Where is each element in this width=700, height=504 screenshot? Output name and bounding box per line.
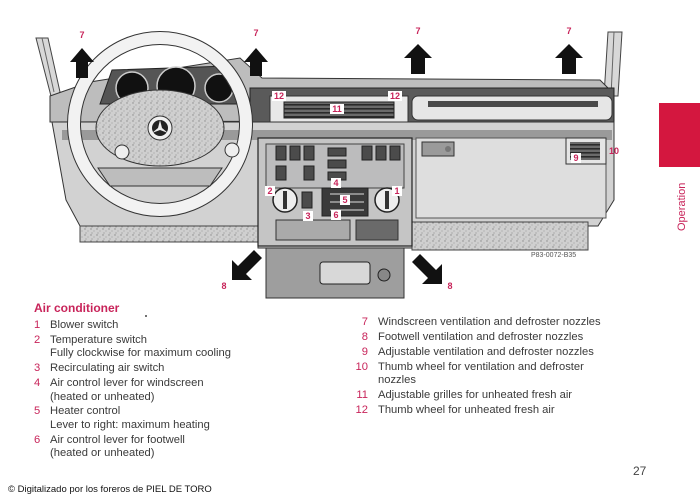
legend-number: 3	[34, 362, 41, 375]
arrow-up-icon	[244, 48, 268, 76]
legend-text: nozzles	[378, 374, 416, 387]
legend-number: 5	[34, 405, 41, 418]
lower-trim-left	[79, 225, 261, 243]
legend-text: (heated or unheated)	[50, 447, 155, 460]
callout-4: 4	[333, 178, 338, 188]
legend-text: Adjustable grilles for unheated fresh ai…	[378, 389, 573, 402]
legend-item: 7 Windscreen ventilation and defroster no…	[356, 316, 656, 329]
page-number: 27	[633, 464, 647, 478]
legend-text: (heated or unheated)	[50, 390, 155, 403]
legend-text: Air control lever for footwell	[50, 433, 185, 446]
callout-8: 8	[221, 281, 226, 291]
center-console	[257, 137, 413, 247]
legend-item: 10 Thumb wheel for ventilation and defros…	[356, 361, 656, 388]
legend-item: 9 Adjustable ventilation and defroster no…	[356, 346, 656, 359]
arrow-down-right-icon	[412, 254, 442, 284]
long-vent	[411, 95, 613, 121]
legend-text: Thumb wheel for ventilation and defroste…	[378, 360, 584, 373]
recirc-switch	[301, 191, 313, 209]
legend-item: 8 Footwell ventilation and defroster nozz…	[356, 331, 656, 344]
arrows-footwell	[232, 250, 442, 284]
legend-number: 7	[361, 316, 368, 328]
callout-1: 1	[394, 186, 399, 196]
callout-5: 5	[342, 195, 347, 205]
dashboard-illustration: 7 7 7 7 12 12 11 9 10 2 1 3 4 5 6 8 8 P8…	[35, 26, 623, 299]
legend-number: 9	[361, 345, 368, 358]
legend-text: Recirculating air switch	[50, 362, 165, 375]
legend-number: 6	[34, 433, 41, 446]
lower-trim-right	[411, 221, 589, 251]
callout-12: 12	[274, 91, 284, 101]
legend-text: Fully clockwise for maximum cooling	[50, 347, 231, 360]
legend-list-right: 7 Windscreen ventilation and defroster no…	[356, 316, 656, 419]
legend-text: Heater control	[50, 405, 121, 418]
callout-6: 6	[333, 210, 338, 220]
legend-text: Lever to right: maximum heating	[50, 418, 210, 431]
stray-dot	[145, 315, 147, 317]
long-vent-slot	[428, 101, 598, 107]
section-tab-label: Operation	[676, 182, 688, 231]
legend-item: 3 Recirculating air switch	[34, 362, 334, 375]
glovebox-lock	[445, 146, 451, 152]
a-pillar-right	[603, 31, 623, 97]
legend-text: Thumb wheel for unheated fresh air	[378, 403, 555, 416]
callout-11: 11	[332, 104, 342, 114]
callout-3: 3	[305, 211, 310, 221]
arrow-up-icon	[555, 44, 583, 74]
callout-7: 7	[415, 26, 420, 36]
legend-text: Adjustable ventilation and defroster noz…	[378, 345, 594, 358]
arrow-up-icon	[404, 44, 432, 74]
section-tab-marker	[659, 103, 700, 167]
legend-item: 4 Air control lever for windscreen(heated…	[34, 377, 334, 404]
glovebox-handle	[421, 141, 455, 157]
legend-text: Footwell ventilation and defroster nozzl…	[378, 330, 584, 343]
callouts: 7 7 7 7 12 12 11 9 10 2 1 3 4 5 6 8 8	[79, 26, 619, 291]
legend-text: Air control lever for windscreen	[50, 377, 204, 390]
dash-band	[62, 130, 612, 140]
arrows-windscreen	[70, 44, 583, 78]
legend-number: 1	[34, 319, 41, 331]
legend-item: 12 Thumb wheel for unheated fresh air	[356, 404, 656, 417]
callout-2: 2	[267, 186, 272, 196]
arrow-down-left-icon	[232, 250, 262, 280]
callout-9: 9	[573, 153, 578, 163]
arrow-up-icon	[70, 48, 94, 78]
legend-item: 11 Adjustable grilles for unheated fresh …	[356, 389, 656, 402]
callout-7: 7	[253, 28, 258, 38]
callout-8: 8	[447, 281, 452, 291]
callout-7: 7	[79, 30, 84, 40]
credit-line: © Digitalizado por los foreros de PIEL D…	[8, 484, 212, 495]
legend-text: Windscreen ventilation and defroster noz…	[378, 316, 601, 328]
legend-number: 8	[361, 330, 368, 343]
legend-text: Blower switch	[50, 319, 119, 331]
legend-number: 2	[34, 333, 41, 346]
legend-item: 1 Blower switch	[34, 319, 334, 332]
section-title: Air conditioner	[34, 301, 120, 315]
legend-item: 6 Air control lever for footwell(heated o…	[34, 434, 334, 461]
legend-text: Temperature switch	[50, 333, 147, 346]
legend-number: 12	[355, 403, 368, 416]
callout-7: 7	[566, 26, 571, 36]
legend-number: 11	[356, 389, 368, 402]
a-pillar-left	[35, 37, 61, 101]
callout-12: 12	[390, 91, 400, 101]
legend-number: 10	[355, 360, 368, 373]
figure-code: P83-0072-B35	[531, 252, 576, 259]
legend-number: 4	[34, 377, 41, 390]
callout-10: 10	[609, 146, 619, 156]
steering-wheel	[67, 31, 253, 217]
